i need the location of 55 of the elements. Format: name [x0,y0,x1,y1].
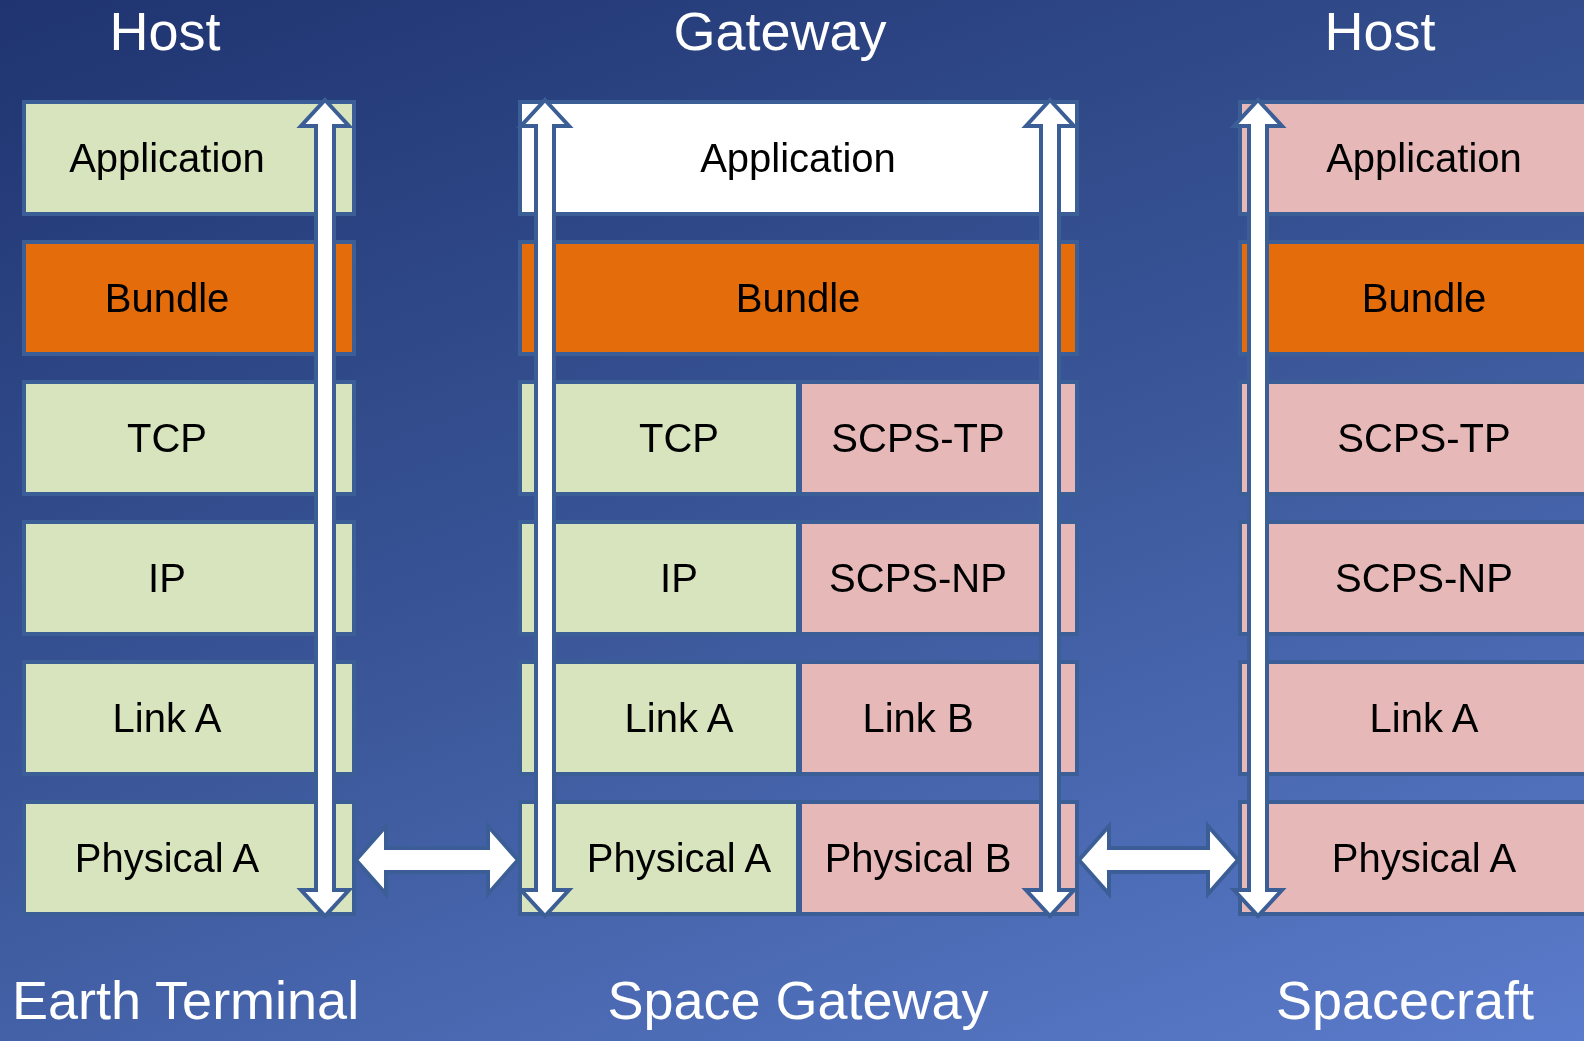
double-arrow [353,820,521,900]
column-heading: Host [1324,0,1436,62]
stack-caption: Earth Terminal [12,969,360,1031]
layer-box [1238,380,1584,496]
layer-label: TCP [127,415,207,461]
layer-box [22,100,356,216]
layer-box [22,660,356,776]
layer-label: Link A [624,695,734,741]
layer-box [22,800,356,916]
layer-label: Physical B [824,835,1012,881]
layer-box [518,380,800,496]
stack-caption: Spacecraft [1275,969,1535,1031]
layer-label: Link B [862,695,974,741]
layer-label: Application [700,135,896,181]
layer-label: Physical A [74,835,260,881]
layer-label: IP [660,555,698,601]
layer-label: SCPS-TP [831,415,1005,461]
layer-box [518,660,800,776]
layer-label: TCP [639,415,719,461]
layer-box [518,800,800,916]
stack-caption: Space Gateway [607,969,989,1031]
double-arrow [1076,820,1241,900]
layer-label: Bundle [735,275,861,321]
layer-label: Bundle [104,275,230,321]
layer-box [1238,660,1584,776]
layer-box [1238,520,1584,636]
column-heading: Host [109,0,221,62]
layer-label: Application [1326,135,1522,181]
layer-label: Application [69,135,265,181]
layer-box [798,520,1079,636]
layer-label: Link A [112,695,222,741]
double-arrow [1229,97,1287,919]
layer-label: Physical A [586,835,772,881]
layer-label: Physical A [1331,835,1517,881]
double-arrow [516,97,574,919]
layer-label: IP [148,555,186,601]
layer-label: Link A [1369,695,1479,741]
layer-box [1238,800,1584,916]
column-heading: Gateway [673,0,887,62]
layer-box [1238,100,1584,216]
layer-box [22,380,356,496]
layer-box [518,520,800,636]
layer-label: SCPS-NP [1335,555,1513,601]
layer-label: SCPS-TP [1337,415,1511,461]
layer-label: Bundle [1361,275,1487,321]
layer-box [518,100,1079,216]
layer-box [798,800,1079,916]
layer-box [518,240,1079,356]
layer-box [1238,240,1584,356]
double-arrow [296,97,354,919]
layer-box [22,240,356,356]
layer-box [798,660,1079,776]
layer-box [22,520,356,636]
layer-label: SCPS-NP [829,555,1007,601]
layer-box [798,380,1079,496]
